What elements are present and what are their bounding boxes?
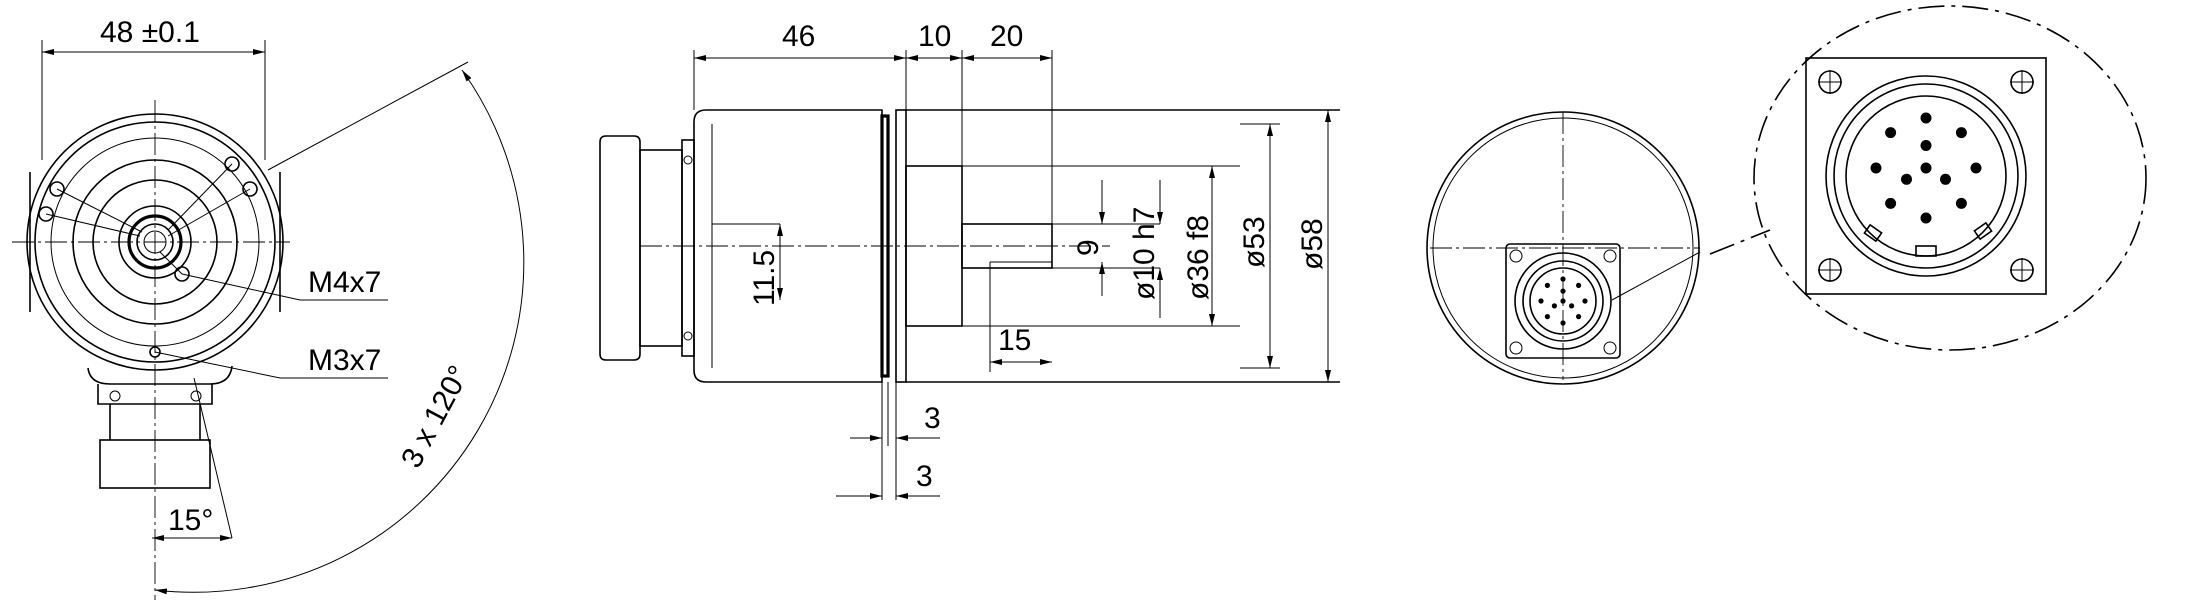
connector-pin [1560,320,1566,326]
body-length-label: 46 [782,20,815,53]
side-view: 46 10 20 15 11.5 9 ø10 h7 ø36 f8 ø53 ø58 [599,20,1340,500]
rear-connector-pins [1538,276,1588,326]
shaft-diameter-label: ø10 h7 [1128,207,1161,300]
hole-pattern-label: 3 x 120° [395,360,476,473]
shaft-flat-length-label: 15 [998,324,1031,357]
connector-pin [1544,314,1550,320]
connector-pin [1560,288,1566,294]
front-view: 48 ±0.1 M4x7 M3x7 3 x 120° 15° [12,16,525,600]
shaft-flat-label: 9 [1072,239,1105,256]
connector-pin [1544,282,1550,288]
front-width-label: 48 ±0.1 [100,16,200,49]
connector-pin [1940,173,1951,185]
connector-angle-label: 15° [168,504,213,537]
connector-pin [1885,197,1897,209]
connector-pin [1920,162,1932,174]
flange-length-label: 10 [918,20,951,53]
connector-pin [1582,298,1588,304]
connector-pin [1870,162,1882,174]
gap-2-label: 3 [916,460,933,493]
connector-pin [1538,298,1544,304]
connector-height-label: 11.5 [748,250,781,306]
shaft-length-label: 20 [990,20,1023,53]
connector-pin [1920,140,1932,151]
connector-pin [1576,314,1582,320]
housing-diameter-label: ø58 [1296,218,1329,270]
detail-connector-pins [1870,112,1982,224]
connector-pin [1551,303,1557,309]
connector-pin [1885,127,1897,139]
connector-pin [1901,173,1912,185]
flange-diameter-label: ø53 [1238,216,1271,268]
connector-pin [1920,212,1932,224]
connector-pin [1955,197,1967,209]
centering-diameter-label: ø36 f8 [1182,215,1215,300]
connector-pin [1970,162,1982,174]
detail-view [1709,5,2147,351]
thread-m4-label: M4x7 [308,266,381,299]
connector-pin [1576,282,1582,288]
rear-view [1426,111,1701,385]
gap-1-label: 3 [924,402,941,435]
connector-pin [1920,112,1932,124]
connector-pin [1560,276,1566,282]
connector-pin [1560,298,1566,304]
thread-m3-label: M3x7 [308,344,381,377]
connector-pin [1569,303,1575,309]
connector-pin [1955,127,1967,139]
